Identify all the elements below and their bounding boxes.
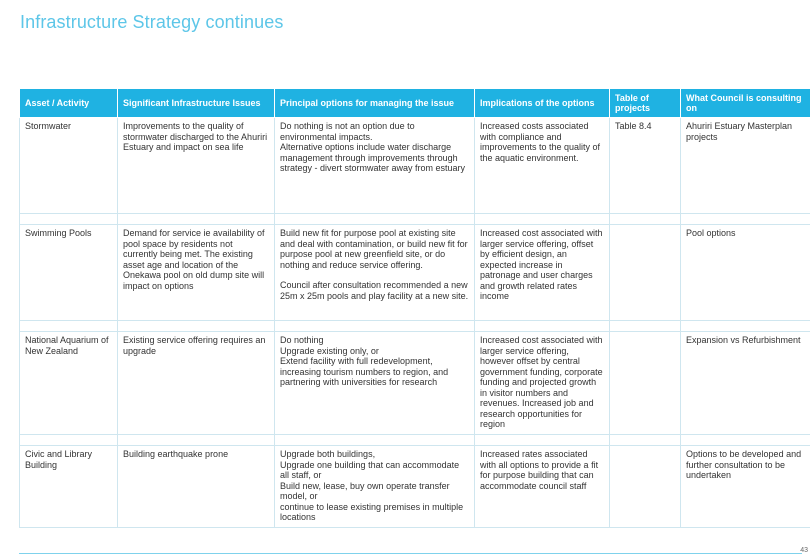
table-row: Stormwater Improvements to the quality o… [19,117,810,214]
row-spacer [19,320,810,332]
table-row: National Aquarium of New Zealand Existin… [19,331,810,435]
row-spacer [19,213,810,225]
cell-implications: Increased cost associated with larger se… [474,224,610,321]
table-header-row: Asset / Activity Significant Infrastruct… [19,88,810,118]
option-line: Council after consultation recommended a… [280,280,469,301]
option-line: Build new, lease, buy own operate transf… [280,480,450,502]
cell-consulting: Options to be developed and further cons… [680,445,810,528]
cell-options: Build new fit for purpose pool at existi… [274,224,475,321]
header-implications: Implications of the options [474,88,610,118]
header-projects: Table of projects [609,88,681,118]
option-line: Build new fit for purpose pool at existi… [280,228,468,270]
table-row: Swimming Pools Demand for service ie ava… [19,224,810,321]
header-options: Principal options for managing the issue [274,88,475,118]
cell-consulting: Expansion vs Refurbishment [680,331,810,435]
footer-divider [19,553,802,554]
infrastructure-table: Asset / Activity Significant Infrastruct… [19,88,810,528]
header-issues: Significant Infrastructure Issues [117,88,275,118]
option-line: continue to lease existing premises in m… [280,501,464,523]
option-line: Alternative options include water discha… [280,142,466,173]
cell-projects [609,331,681,435]
row-spacer [19,434,810,446]
option-line: Extend facility with full redevelopment,… [280,356,449,387]
cell-implications: Increased cost associated with larger se… [474,331,610,435]
cell-options: Do nothing Upgrade existing only, or Ext… [274,331,475,435]
cell-options: Do nothing is not an option due to envir… [274,117,475,214]
cell-asset: Stormwater [19,117,118,214]
cell-options: Upgrade both buildings, Upgrade one buil… [274,445,475,528]
cell-consulting: Ahuriri Estuary Masterplan projects [680,117,810,214]
header-consulting: What Council is consulting on [680,88,810,118]
cell-issues: Existing service offering requires an up… [117,331,275,435]
cell-asset: National Aquarium of New Zealand [19,331,118,435]
cell-implications: Increased costs associated with complian… [474,117,610,214]
cell-issues: Building earthquake prone [117,445,275,528]
cell-issues: Demand for service ie availability of po… [117,224,275,321]
cell-asset: Civic and Library Building [19,445,118,528]
option-line: Upgrade one building that can accommodat… [280,459,460,481]
page-title: Infrastructure Strategy continues [20,12,284,32]
cell-asset: Swimming Pools [19,224,118,321]
option-line: Upgrade both buildings, [280,449,376,459]
cell-implications: Increased rates associated with all opti… [474,445,610,528]
cell-projects [609,224,681,321]
cell-projects: Table 8.4 [609,117,681,214]
cell-consulting: Pool options [680,224,810,321]
cell-issues: Improvements to the quality of stormwate… [117,117,275,214]
page-number: 43 [800,547,808,554]
option-line: Upgrade existing only, or [280,345,379,356]
header-asset: Asset / Activity [19,88,118,118]
option-line: Do nothing [280,335,324,345]
cell-projects [609,445,681,528]
table-row: Civic and Library Building Building eart… [19,445,810,528]
option-line: Do nothing is not an option due to envir… [280,121,415,142]
